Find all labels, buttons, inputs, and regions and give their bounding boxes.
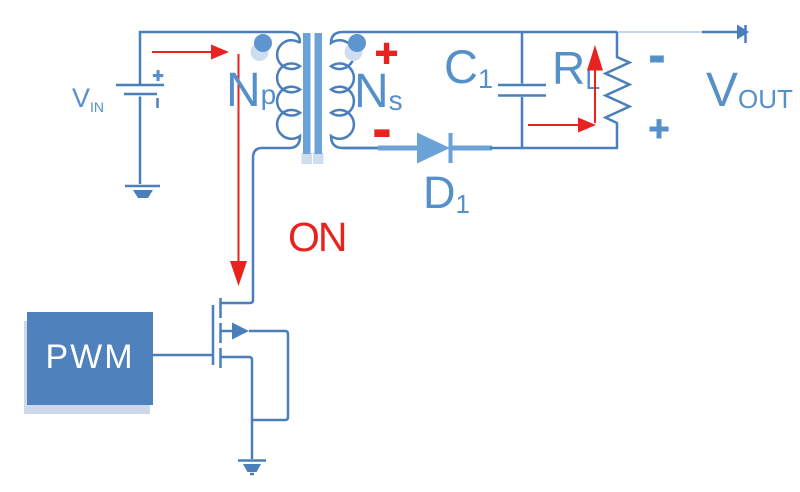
primary-polarity-dot — [254, 34, 272, 52]
secondary-plus-sign: + — [375, 32, 398, 76]
mosfet-body-arrow — [232, 322, 249, 340]
mosfet-body-loop — [249, 329, 290, 422]
ns-label: Ns — [354, 65, 403, 118]
output-minus-sign: - — [649, 27, 666, 83]
diode-triangle — [417, 132, 450, 164]
load-resistor — [602, 32, 633, 148]
np-label: Np — [226, 64, 276, 117]
load-current-arrow-head — [578, 117, 596, 133]
on-state-label: ON — [288, 214, 346, 260]
secondary-minus-sign: - — [373, 97, 392, 160]
c1-label: C1 — [444, 40, 493, 94]
transformer: Np Ns + - — [226, 30, 403, 262]
core-bar-left — [303, 33, 311, 154]
output-plus-sign: + — [648, 108, 669, 149]
vin-label: VIN — [72, 83, 104, 115]
d1-label: D1 — [423, 167, 470, 219]
primary-top-wire — [138, 30, 302, 84]
pwm-block — [27, 312, 153, 405]
input-stage: VIN + — [72, 30, 302, 198]
primary-winding — [251, 38, 303, 262]
primary-current-arrows — [152, 44, 247, 286]
mosfet-drain-wire — [221, 261, 255, 305]
source-ground-symbol — [243, 464, 261, 472]
rl-label: RL — [552, 42, 600, 95]
switch-stage: ON PWM — [24, 214, 348, 476]
battery-ground-symbol — [133, 190, 153, 198]
primary-current-arrow-head — [230, 261, 247, 286]
source-ground-wire — [248, 355, 254, 459]
output-stage: C1 RL D1 VOUT - + — [343, 24, 793, 219]
output-terminal-arrow-head — [737, 24, 749, 40]
vout-label: VOUT — [706, 64, 793, 117]
core-bar-shadow-left — [301, 153, 312, 164]
battery-plus-sign: + — [152, 66, 163, 87]
load-current-arrow-up-head — [587, 45, 603, 71]
pwm-label: PWM — [45, 338, 134, 376]
input-current-arrow-head — [211, 44, 229, 60]
secondary-polarity-dot — [348, 34, 366, 52]
core-bar-shadow-right — [313, 153, 324, 164]
core-bar-right — [314, 33, 322, 154]
